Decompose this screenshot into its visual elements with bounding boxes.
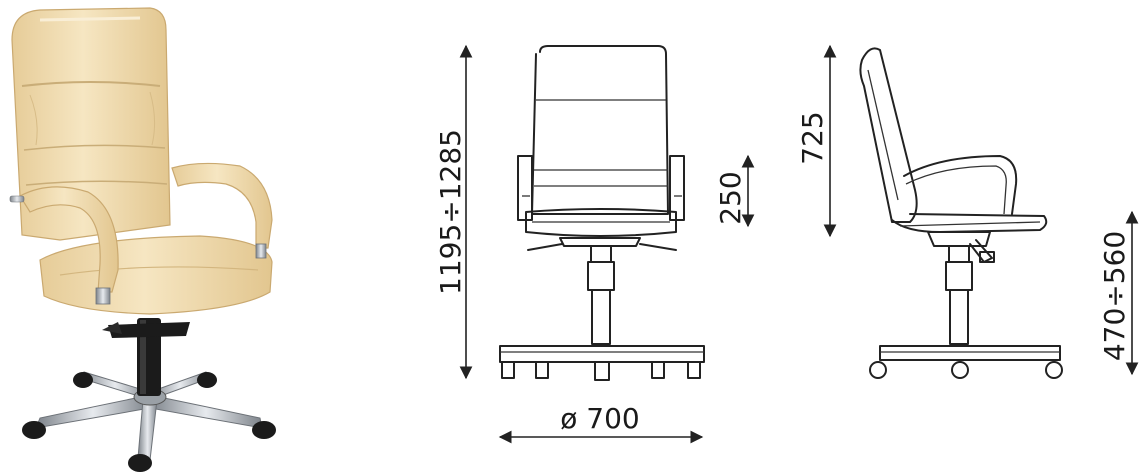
dimension-backrest-height: 725: [796, 44, 837, 238]
label-base-diameter: ø 700: [560, 402, 639, 435]
label-seat-height: 470÷560: [1098, 231, 1131, 361]
dimension-total-height: 1195÷1285: [434, 44, 473, 380]
armrest-right: [171, 162, 273, 259]
side-casters: [869, 361, 1063, 379]
chair-backrest: [11, 7, 171, 241]
dimension-base-diameter: ø 700: [498, 402, 704, 444]
caster: [22, 421, 46, 439]
front-casters: [501, 361, 701, 381]
chair-seat: [39, 235, 273, 315]
chair-photo: [9, 7, 276, 472]
label-backrest-height: 725: [796, 111, 829, 164]
caster: [252, 421, 276, 439]
label-total-height: 1195÷1285: [434, 129, 467, 295]
dimension-seat-height: 470÷560: [1098, 210, 1139, 376]
front-view-drawing: [499, 45, 705, 381]
tilt-mechanism: [108, 322, 190, 338]
label-armrest-height: 250: [714, 171, 747, 224]
caster: [73, 372, 93, 388]
dimension-armrest-height: 250: [714, 154, 755, 228]
caster: [197, 372, 217, 388]
side-view-drawing: [859, 47, 1063, 379]
armrest-left: [9, 186, 119, 305]
caster: [128, 454, 152, 472]
